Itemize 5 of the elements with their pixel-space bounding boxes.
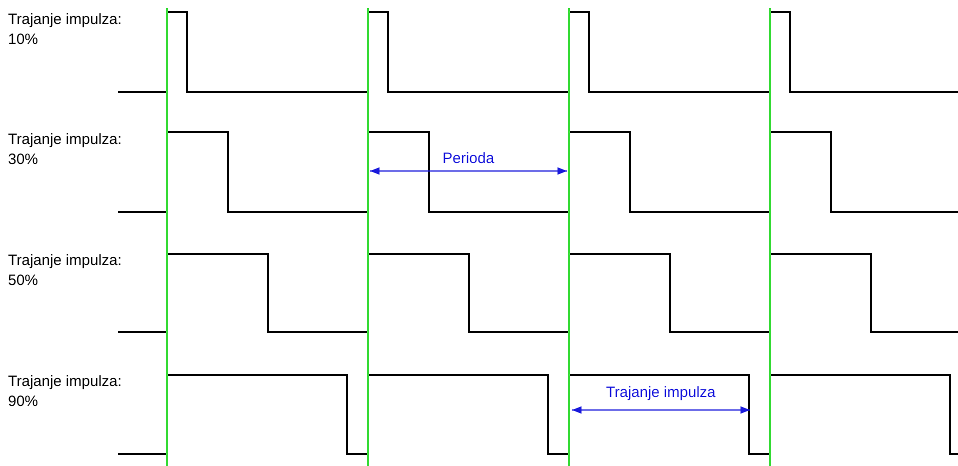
waveform-label: Trajanje impulza: 30% [8,130,123,170]
waveform-label: Trajanje impulza: 10% [8,10,123,50]
waveform-label: Trajanje impulza: 90% [8,372,123,412]
dimension-label: Trajanje impulza [604,384,718,402]
waveform-label: Trajanje impulza: 50% [8,251,123,291]
